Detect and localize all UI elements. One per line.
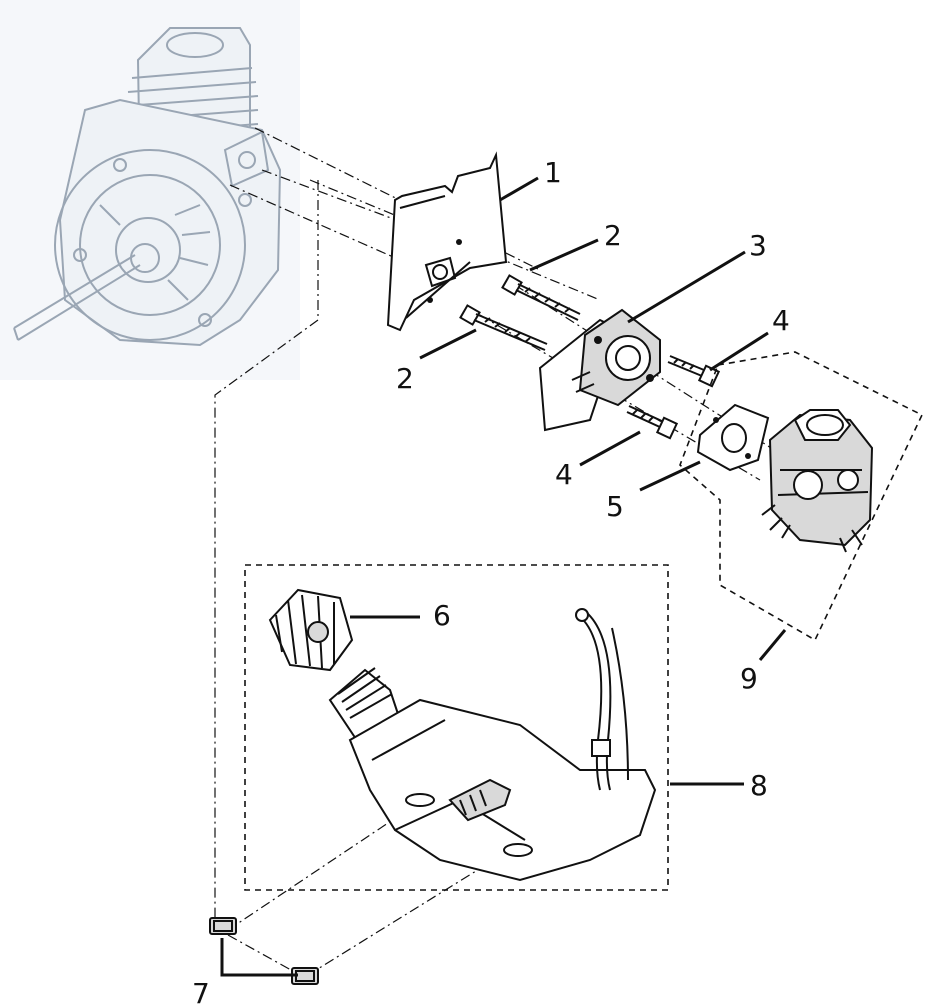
leader-lines xyxy=(220,176,787,977)
bolt-icon xyxy=(626,355,721,440)
callout-3: 3 xyxy=(749,229,767,262)
gasket-icon xyxy=(386,151,508,332)
callout-9: 9 xyxy=(740,662,758,695)
callout-4-upper: 4 xyxy=(772,304,790,337)
callout-5: 5 xyxy=(606,490,624,523)
callout-1: 1 xyxy=(544,156,562,189)
intake-spacer-icon xyxy=(538,308,661,432)
fuel-tank-assembly-boundary xyxy=(244,564,669,891)
callout-2-lower: 2 xyxy=(396,362,414,395)
callout-7: 7 xyxy=(192,977,210,1006)
engine-ghost-illustration xyxy=(0,0,300,380)
callout-4-lower: 4 xyxy=(555,458,573,491)
carburetor-kit-boundary xyxy=(679,351,924,642)
fuel-tank-icon xyxy=(328,608,657,882)
gasket-icon xyxy=(696,403,770,472)
callout-2-upper: 2 xyxy=(604,219,622,252)
callout-8: 8 xyxy=(750,769,768,802)
callout-6: 6 xyxy=(433,599,451,632)
fuel-cap-icon xyxy=(268,588,354,672)
carburetor-icon xyxy=(761,409,874,553)
bolt-icon xyxy=(459,274,581,351)
